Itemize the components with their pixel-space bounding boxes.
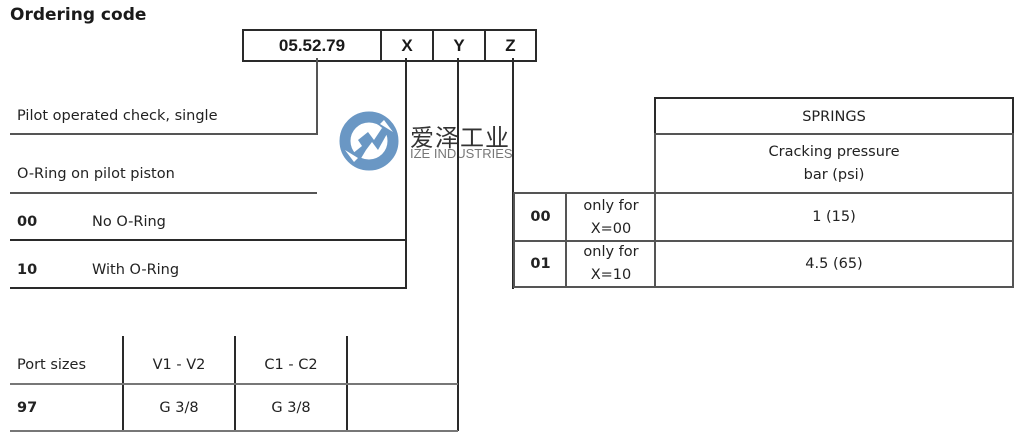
leader-line-y [457, 58, 459, 431]
code-base: 05.52.79 [244, 31, 382, 60]
springs-header: SPRINGS [654, 97, 1014, 135]
port-sizes-table: Port sizes V1 - V2 C1 - C2 97 G 3/8 G 3/… [10, 336, 458, 432]
oring-option-code: 10 [17, 262, 38, 278]
springs-table: SPRINGS Cracking pressure bar (psi) 00 o… [513, 97, 1014, 288]
port-row-value: G 3/8 [122, 385, 234, 431]
oring-row-divider [10, 287, 407, 289]
leader-line-x [405, 58, 407, 289]
port-column-header: V1 - V2 [122, 336, 234, 383]
springs-row-value: 4.5 (65) [654, 240, 1014, 288]
ordering-code-box: 05.52.79 X Y Z [242, 29, 537, 62]
leader-line-z [512, 58, 514, 289]
oring-header: O-Ring on pilot piston [17, 166, 175, 182]
springs-row-note: only for X=10 [565, 240, 655, 288]
springs-row-note-line2: X=00 [590, 220, 632, 237]
function-underline [10, 133, 318, 135]
port-header-divider [10, 383, 458, 385]
springs-row-value: 1 (15) [654, 192, 1014, 241]
code-segment-y: Y [434, 31, 486, 60]
page-title: Ordering code [10, 5, 147, 25]
port-row-value [346, 385, 458, 431]
code-segment-z: Z [505, 35, 516, 55]
leader-line-base [316, 58, 318, 135]
springs-row-note-line2: X=10 [590, 267, 632, 283]
watermark-en-text: IZE INDUSTRIES [410, 146, 513, 161]
oring-option-label: With O-Ring [92, 262, 180, 278]
watermark-cn-text: 爱泽工业 [410, 124, 510, 152]
springs-row-code: 01 [513, 240, 566, 288]
ize-logo-icon [339, 111, 399, 171]
port-column-header [346, 336, 458, 383]
springs-row-note: only for X=00 [565, 192, 655, 241]
oring-row-divider [10, 239, 407, 241]
springs-subheader-line2: bar (psi) [803, 167, 865, 183]
port-bottom-border [10, 430, 458, 432]
springs-subheader: Cracking pressure bar (psi) [654, 133, 1014, 193]
oring-option-label: No O-Ring [92, 214, 166, 230]
springs-row-note-line1: only for [583, 197, 639, 214]
oring-header-underline [10, 192, 317, 194]
port-row-code: 97 [17, 399, 38, 416]
port-column-header: C1 - C2 [234, 336, 346, 383]
oring-option-code: 00 [17, 214, 38, 230]
springs-row-code: 00 [513, 192, 566, 241]
port-row-value: G 3/8 [234, 385, 346, 431]
springs-subheader-line1: Cracking pressure [768, 144, 900, 160]
code-segment-x: X [382, 31, 434, 60]
function-label: Pilot operated check, single [17, 108, 218, 124]
springs-row-note-line1: only for [583, 244, 639, 260]
port-header: Port sizes [17, 357, 87, 373]
